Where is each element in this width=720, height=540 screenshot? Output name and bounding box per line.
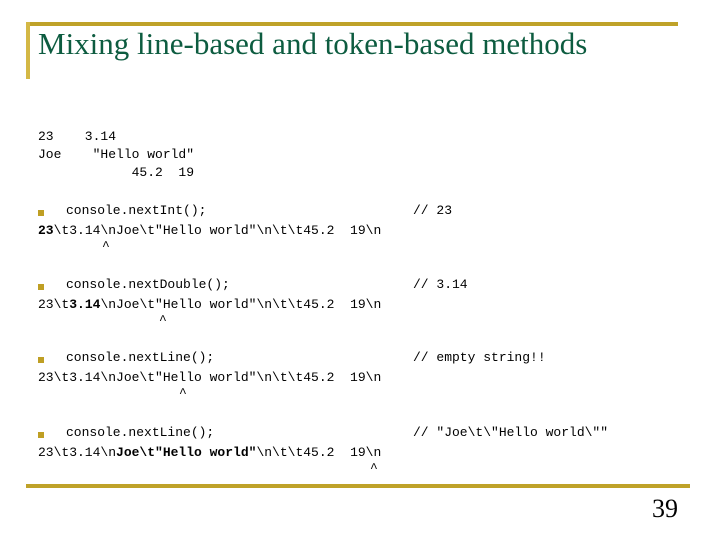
stream-prefix: 23\t3.14\n	[38, 445, 117, 460]
square-bullet-icon	[38, 284, 44, 290]
left-accent-rule	[26, 22, 30, 79]
top-accent-rule	[26, 22, 678, 26]
call-row: console.nextLine(); // "Joe\t\"Hello wor…	[38, 425, 688, 445]
code-block-2: console.nextDouble(); // 3.14 23\t3.14\n…	[38, 277, 688, 332]
sample-input-block: 23 3.14 Joe "Hello world" 45.2 19	[38, 128, 194, 182]
code-block-1: console.nextInt(); // 23 23\t3.14\nJoe\t…	[38, 203, 688, 258]
sample-line-1: 23 3.14	[38, 129, 117, 144]
inline-comment: // empty string!!	[413, 350, 546, 365]
caret-row: ^	[38, 239, 688, 258]
stream-prefix: 23\t	[38, 297, 70, 312]
method-call: console.nextInt();	[66, 203, 207, 218]
caret-row: ^	[38, 386, 688, 405]
caret-row: ^	[38, 461, 688, 480]
square-bullet-icon	[38, 357, 44, 363]
cursor-caret-icon: ^	[370, 461, 378, 476]
bottom-accent-rule	[26, 484, 690, 488]
stream-suffix: \nJoe\t"Hello world"\n\t\t45.2 19\n	[100, 297, 382, 312]
square-bullet-icon	[38, 210, 44, 216]
page-number: 39	[652, 494, 678, 523]
sample-line-3: 45.2 19	[38, 165, 195, 180]
call-row: console.nextDouble(); // 3.14	[38, 277, 688, 297]
stream-state: 23\t3.14\nJoe\t"Hello world"\n\t\t45.2 1…	[38, 223, 688, 242]
stream-suffix: \n\t\t45.2 19\n	[256, 445, 382, 460]
stream-state: 23\t3.14\nJoe\t"Hello world"\n\t\t45.2 1…	[38, 445, 688, 464]
stream-state: 23\t3.14\nJoe\t"Hello world"\n\t\t45.2 1…	[38, 297, 688, 316]
call-row: console.nextLine(); // empty string!!	[38, 350, 688, 370]
code-block-4: console.nextLine(); // "Joe\t\"Hello wor…	[38, 425, 688, 480]
sample-line-2: Joe "Hello world"	[38, 147, 195, 162]
cursor-caret-icon: ^	[102, 239, 110, 254]
call-row: console.nextInt(); // 23	[38, 203, 688, 223]
page-title: Mixing line-based and token-based method…	[38, 26, 588, 61]
stream-state: 23\t3.14\nJoe\t"Hello world"\n\t\t45.2 1…	[38, 370, 688, 389]
method-call: console.nextLine();	[66, 425, 215, 440]
cursor-caret-icon: ^	[159, 313, 167, 328]
stream-suffix: \t3.14\nJoe\t"Hello world"\n\t\t45.2 19\…	[53, 223, 382, 238]
code-block-3: console.nextLine(); // empty string!! 23…	[38, 350, 688, 405]
stream-consumed-token: 23	[38, 223, 54, 238]
caret-row: ^	[38, 313, 688, 332]
inline-comment: // 3.14	[413, 277, 468, 292]
stream-prefix: 23\t3.14\nJoe\t"Hello world"\n\t\t45.2 1…	[38, 370, 382, 385]
stream-consumed-token: 3.14	[69, 297, 101, 312]
inline-comment: // "Joe\t\"Hello world\""	[413, 425, 609, 440]
square-bullet-icon	[38, 432, 44, 438]
method-call: console.nextLine();	[66, 350, 215, 365]
inline-comment: // 23	[413, 203, 453, 218]
stream-consumed-token: Joe\t"Hello world"	[116, 445, 257, 460]
cursor-caret-icon: ^	[179, 386, 187, 401]
method-call: console.nextDouble();	[66, 277, 230, 292]
